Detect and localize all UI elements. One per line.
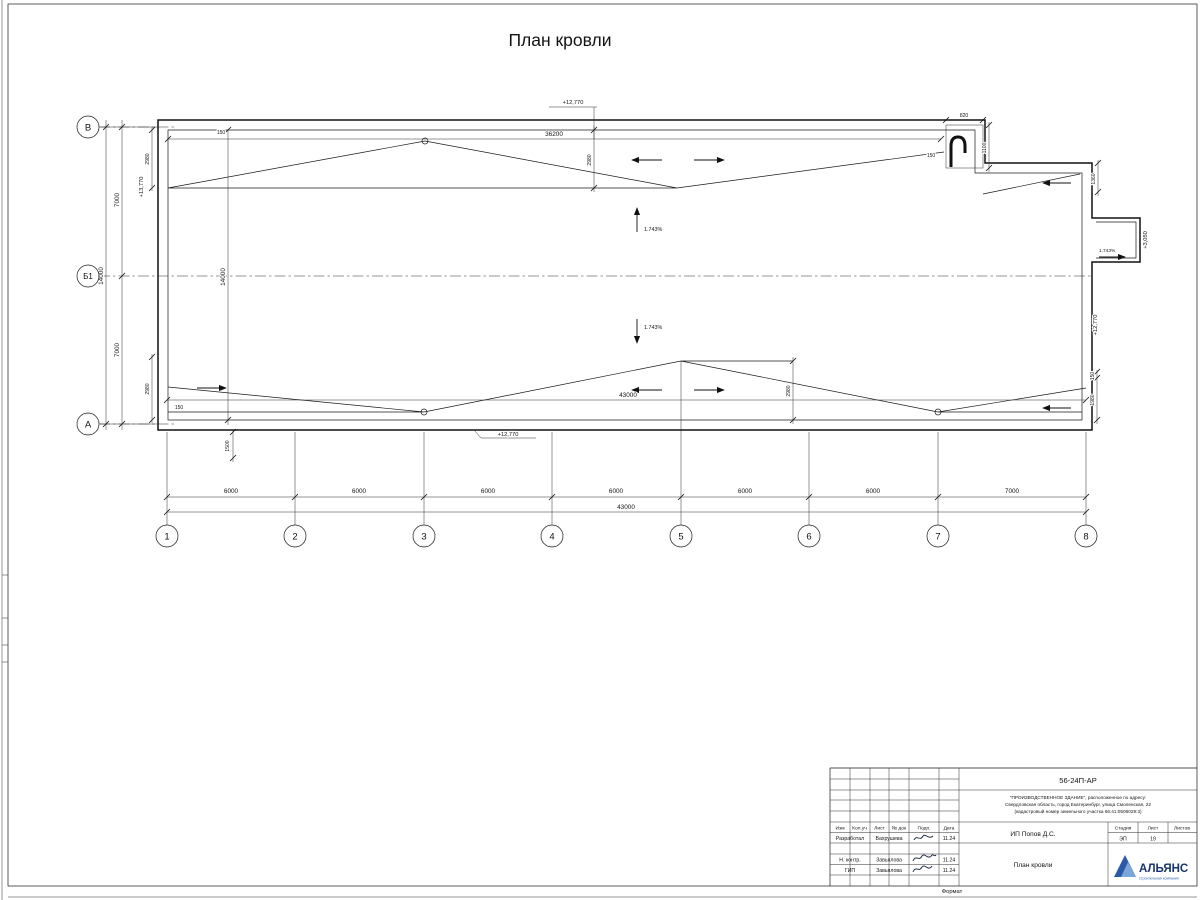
dim-14000-inner: 14000 xyxy=(220,268,227,286)
client-name: ИП Попов Д.С. xyxy=(1010,831,1055,838)
dim-820: 820 xyxy=(960,113,969,119)
dim-1980-right: 1980 xyxy=(1090,394,1096,405)
row-ncontr-name: Завьялова xyxy=(876,858,902,864)
dim-150-top-right: 150 xyxy=(927,153,936,159)
col-header-list: Лист xyxy=(874,826,885,832)
dim-150-bottom-left: 150 xyxy=(175,405,184,411)
canopy-inner xyxy=(1096,221,1137,259)
dim-2980-top-mid: 2980 xyxy=(587,154,593,165)
row-ncontr-role: Н. контр. xyxy=(839,858,860,864)
sheet-value: 19 xyxy=(1150,837,1156,843)
roof-drain xyxy=(420,408,428,416)
col-header-data: Дата xyxy=(944,826,955,832)
roof-hatch xyxy=(945,124,984,169)
elevation-top: +12,770 xyxy=(563,100,584,106)
axis-label-row: В xyxy=(85,123,91,134)
dim-segment-label: 6000 xyxy=(481,488,496,495)
project-description-line2: Свердловская область, город Екатеринбург… xyxy=(1005,802,1151,807)
slope-direction-arrows xyxy=(197,156,1126,412)
roof-drain xyxy=(934,408,942,416)
axis-label-row: Б1 xyxy=(83,272,93,281)
row-developed-name: Вахрушева xyxy=(876,836,903,842)
logo-subtitle: строительная компания xyxy=(1139,877,1179,881)
dim-segment-label: 6000 xyxy=(609,488,624,495)
dim-14000-left: 14000 xyxy=(98,267,105,285)
roof-slope-lines xyxy=(167,137,1087,416)
dim-7000-lower: 7000 xyxy=(114,342,121,357)
axis-lines xyxy=(99,126,1092,525)
col-header-podp: Подп. xyxy=(918,826,931,832)
row-gip-role: ГИП xyxy=(845,868,856,874)
company-logo: АЛЬЯНС строительная компания xyxy=(1114,855,1188,881)
axis-label-col: 7 xyxy=(935,532,940,543)
row-developed-date: 11.24 xyxy=(943,836,956,842)
axis-label-col: 4 xyxy=(549,532,554,543)
col-header-koluch: Кол.уч xyxy=(852,826,867,832)
dim-43000-inner: 43000 xyxy=(619,392,637,399)
axis-label-row: А xyxy=(85,420,92,431)
roof-outline xyxy=(157,119,1141,431)
dim-2980-bottom-mid: 2980 xyxy=(786,385,792,396)
dim-segment-label: 7000 xyxy=(1005,488,1020,495)
row-gip-name: Завьялова xyxy=(876,868,902,874)
dim-1500-bottom-left: 1500 xyxy=(225,440,231,451)
row-gip-date: 11.24 xyxy=(943,868,956,874)
elevation-canopy: +3,050 xyxy=(1143,231,1149,249)
dimension-lines xyxy=(102,106,1102,516)
dim-segment-label: 6000 xyxy=(224,488,239,495)
logo-name: АЛЬЯНС xyxy=(1139,863,1188,875)
axis-label-col: 2 xyxy=(292,532,297,543)
col-header-ndok: № док xyxy=(892,826,907,832)
axis-bubbles: В Б1 А 1 2 3 4 5 6 7 8 xyxy=(76,115,1098,548)
dimension-texts: 36200 43000 43000 6000 6000 6000 6000 60… xyxy=(97,112,1098,512)
row-developed-role: Разработал xyxy=(836,836,864,842)
dim-150-right: 150 xyxy=(1090,372,1096,381)
axis-label-col: 6 xyxy=(806,532,811,543)
elevation-parapet: +13,770 xyxy=(139,177,145,198)
dim-2980-bottom-left: 2980 xyxy=(145,383,151,394)
elevation-bottom: +12,770 xyxy=(498,432,519,438)
axis-label-col: 5 xyxy=(678,532,683,543)
slope-label-canopy: 1.743% xyxy=(1099,248,1116,254)
project-description-line1: "ПРОИЗВОДСТВЕННОЕ ЗДАНИЕ", расположенное… xyxy=(1010,795,1146,800)
sheet-label: Лист xyxy=(1148,826,1159,832)
dim-segment-label: 6000 xyxy=(352,488,367,495)
signature-ncontr xyxy=(912,854,937,862)
dim-36200: 36200 xyxy=(545,131,563,138)
slope-label-bottom: 1.743% xyxy=(644,325,662,331)
drawing-title: План кровли xyxy=(1014,862,1053,869)
ladder-icon xyxy=(949,135,967,167)
row-ncontr-date: 11.24 xyxy=(943,858,956,864)
signature-developed xyxy=(913,834,934,841)
title-block: 56-24П-АР "ПРОИЗВОДСТВЕННОЕ ЗДАНИЕ", рас… xyxy=(829,767,1197,886)
project-description-line3: (кадастровый номер земельного участка 66… xyxy=(1014,808,1141,814)
dim-150-top-left: 150 xyxy=(217,130,226,136)
dim-1100: 1100 xyxy=(982,142,988,153)
axis-label-col: 1 xyxy=(164,532,169,543)
dim-2980-top-left: 2980 xyxy=(145,153,151,164)
signature-gip xyxy=(912,865,933,873)
elevation-right: +12,770 xyxy=(1093,315,1099,336)
slope-label-top: 1.743% xyxy=(644,227,662,233)
format-label: Формат xyxy=(942,889,963,895)
stage-label: Стадия xyxy=(1115,826,1132,832)
stage-value: ЭП xyxy=(1119,837,1127,843)
axis-label-col: 8 xyxy=(1083,532,1088,543)
logo-triangle-icon-light xyxy=(1121,862,1136,877)
sheets-label: Листов xyxy=(1174,826,1190,832)
dim-7000-upper: 7000 xyxy=(114,192,121,207)
doc-number: 56-24П-АР xyxy=(1059,776,1097,785)
page-title: План кровли xyxy=(508,30,611,50)
dim-segment-label: 6000 xyxy=(866,488,881,495)
dim-1360: 1360 xyxy=(1091,173,1097,184)
dim-43000-total: 43000 xyxy=(617,504,635,511)
roof-drain xyxy=(421,137,429,145)
elevation-marks: +12,770 +12,770 +13,770 +12,770 +3,050 1… xyxy=(138,99,1150,439)
dim-segment-label: 6000 xyxy=(738,488,753,495)
col-header-izm: Изм xyxy=(835,826,845,832)
axis-label-col: 3 xyxy=(421,532,426,543)
